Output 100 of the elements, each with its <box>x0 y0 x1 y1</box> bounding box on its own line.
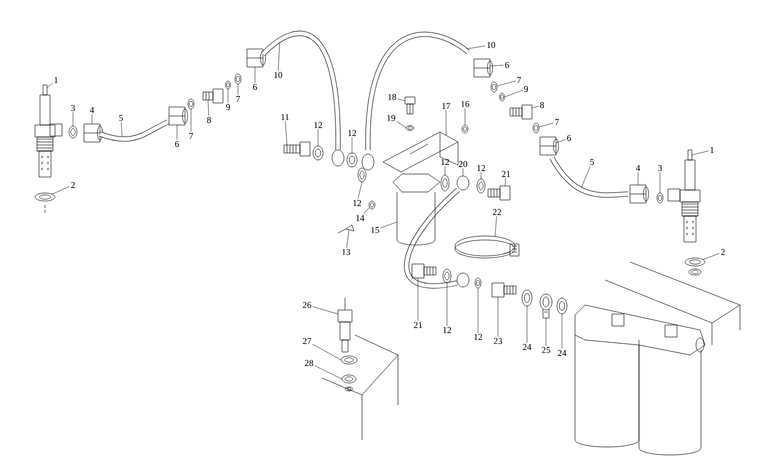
callout-number: 4 <box>636 165 640 171</box>
washer <box>68 126 78 138</box>
leader-line <box>526 306 528 343</box>
washer <box>188 98 194 110</box>
callout-number: 9 <box>524 86 528 92</box>
washer <box>556 298 568 314</box>
leader-line <box>208 100 209 116</box>
leader-line <box>312 344 342 360</box>
callout-number: 3 <box>71 104 75 112</box>
banjo-bolt <box>412 264 436 278</box>
leader-line <box>462 168 464 176</box>
leader-line <box>278 42 280 71</box>
washer <box>532 122 540 134</box>
callout-number: 28 <box>304 360 314 366</box>
washer <box>34 192 56 202</box>
callout-number: 23 <box>494 338 502 344</box>
leader-line <box>364 207 370 214</box>
washer <box>474 278 482 288</box>
injector-drawing <box>338 298 352 352</box>
leader-line <box>46 82 53 88</box>
leader-line <box>480 172 482 180</box>
callout-number: 5 <box>119 115 123 121</box>
washer <box>340 356 358 364</box>
leader-line <box>466 46 486 50</box>
callout-number: 1 <box>54 77 58 83</box>
leader-line <box>121 122 122 137</box>
leader-line <box>444 166 446 176</box>
fuel-hose <box>404 176 470 288</box>
leader-line <box>446 282 448 326</box>
callout-number: 27 <box>302 338 312 344</box>
callout-number: 6 <box>505 62 509 68</box>
callout-number: 14 <box>356 215 364 221</box>
callout-number: 16 <box>461 100 470 108</box>
leader-line <box>464 108 466 126</box>
callout-number: 13 <box>342 248 350 256</box>
washer <box>342 374 356 384</box>
washer <box>476 178 486 194</box>
callout-number: 6 <box>567 134 571 142</box>
callout-number: 22 <box>492 209 501 215</box>
fuel-pipe <box>362 32 470 170</box>
washer <box>234 74 242 84</box>
banjo-bolt <box>492 282 516 298</box>
washer <box>225 80 231 90</box>
callout-number: 15 <box>371 226 380 234</box>
leader-line <box>538 122 554 128</box>
callout-number: 3 <box>658 164 662 172</box>
callout-number: 12 <box>348 130 356 136</box>
leader-line <box>285 121 288 146</box>
callout-number: 7 <box>555 119 559 125</box>
callout-number: 12 <box>477 165 485 171</box>
nut <box>246 48 266 68</box>
leader-line <box>504 178 506 186</box>
callout-number: 1 <box>710 147 714 153</box>
bracket-tab <box>540 294 552 318</box>
filter-drawing <box>392 174 440 246</box>
leader-line <box>692 150 709 156</box>
callout-number: 2 <box>71 182 75 188</box>
callout-number: 7 <box>236 96 240 102</box>
leader-line <box>346 230 350 248</box>
washer <box>684 258 706 266</box>
fuel-pipe <box>550 156 628 198</box>
leader-line <box>494 216 497 237</box>
callout-number: 6 <box>175 140 179 148</box>
callout-number: 8 <box>207 116 211 124</box>
nut <box>540 136 559 156</box>
washer <box>346 152 358 168</box>
nut <box>84 124 103 142</box>
nut <box>168 106 188 126</box>
callout-number: 7 <box>517 77 521 83</box>
leader-line <box>496 80 516 86</box>
leader-line <box>490 65 504 66</box>
nut <box>474 58 493 78</box>
callout-number: 2 <box>721 249 725 255</box>
fuel-pipe <box>99 120 170 142</box>
callout-number: 7 <box>189 133 193 139</box>
callout-number: 6 <box>253 84 257 90</box>
hose-clamp <box>454 236 520 258</box>
washer <box>522 290 532 306</box>
leader-line <box>398 98 406 102</box>
callout-number: 8 <box>540 102 544 108</box>
callout-number: 25 <box>542 346 550 354</box>
fuel-pipe <box>261 30 344 166</box>
leader-line <box>254 66 256 83</box>
leader-line <box>702 253 720 260</box>
leader-line <box>532 106 539 108</box>
leader-line <box>581 166 590 188</box>
union-fitting <box>510 104 532 120</box>
injector-drawing <box>34 84 62 178</box>
union-fitting <box>202 88 224 104</box>
screw <box>338 224 354 234</box>
leader-line <box>176 124 178 140</box>
callout-number: 12 <box>443 327 451 333</box>
nut <box>630 184 649 204</box>
callout-number: 10 <box>487 42 496 48</box>
leader-line <box>504 90 523 98</box>
leader-line <box>380 222 398 228</box>
callout-number: 12 <box>353 200 361 206</box>
washer <box>499 92 505 102</box>
washer <box>656 192 664 204</box>
callout-number: 12 <box>474 334 482 340</box>
